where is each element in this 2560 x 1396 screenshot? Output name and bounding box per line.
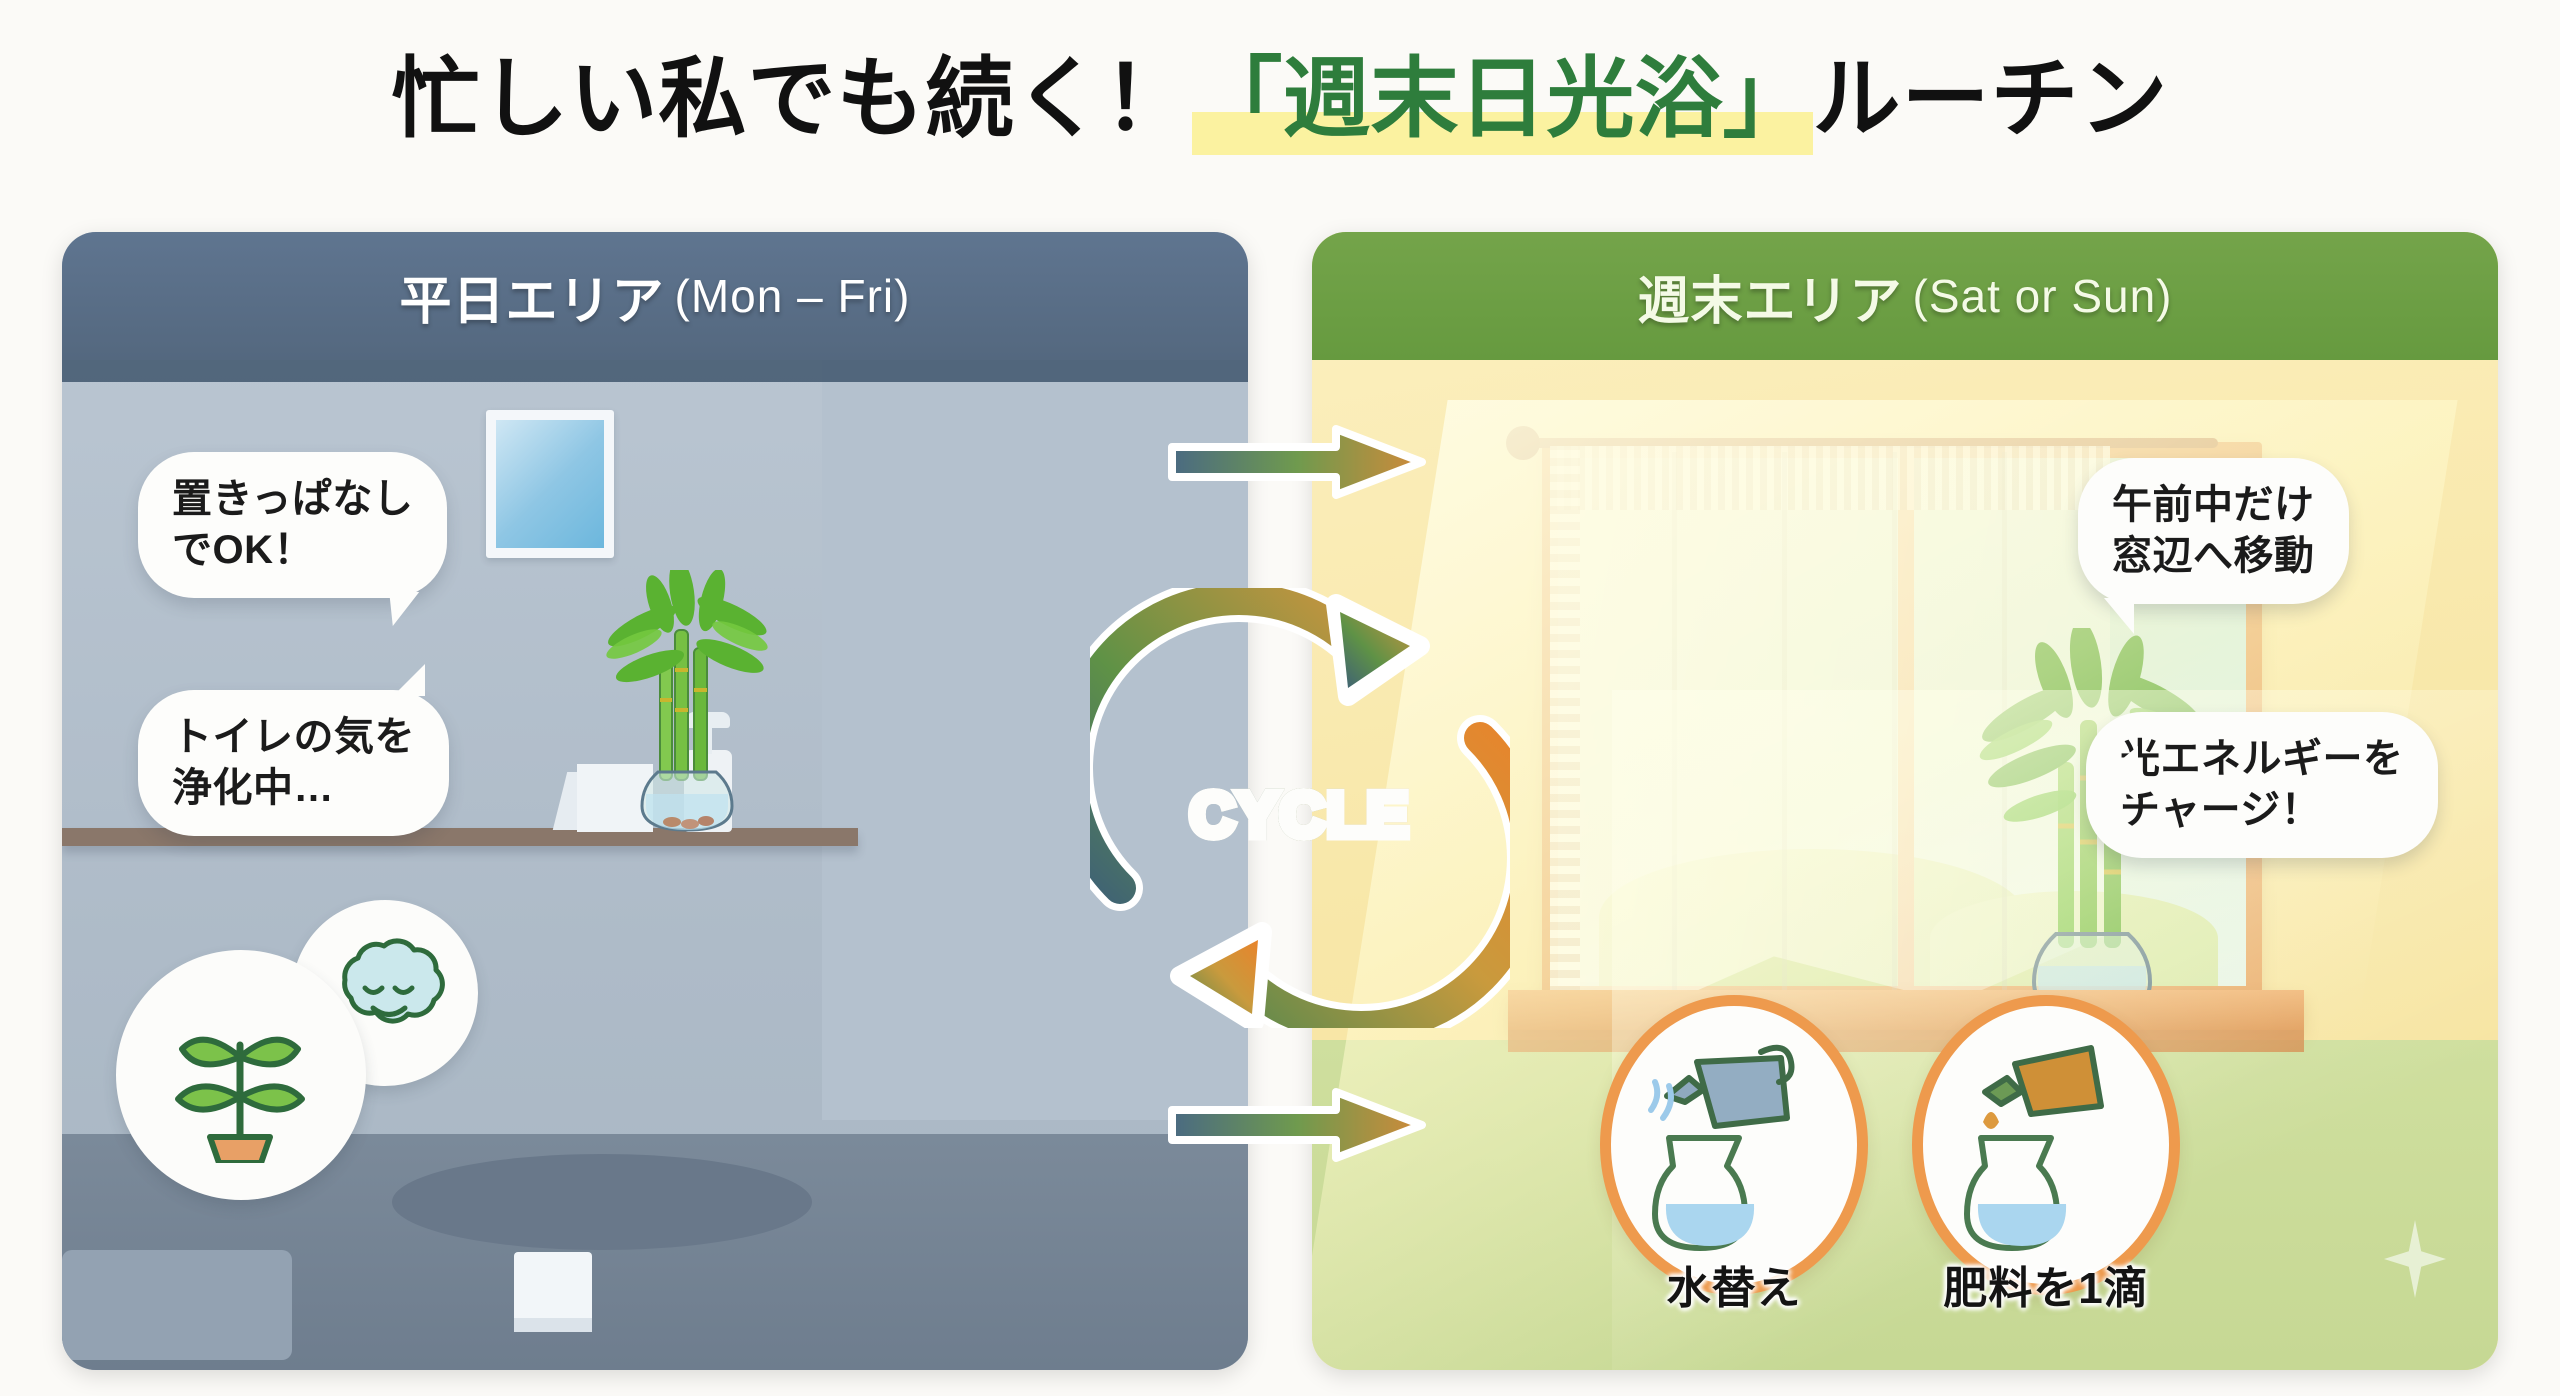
wall-window-glass bbox=[496, 420, 604, 548]
potted-plant-icon bbox=[116, 950, 366, 1200]
bubble-left-1: 置きっぱなし でOK！ bbox=[138, 452, 448, 599]
bubble-left-2: トイレの気を 浄化中… bbox=[138, 663, 449, 837]
tissue-box-icon bbox=[577, 764, 653, 832]
bubble-right-1: 午前中だけ 窓辺へ移動 bbox=[2078, 458, 2349, 635]
room-floor bbox=[1312, 1040, 2498, 1370]
wall-tissue-holder bbox=[514, 1252, 592, 1324]
water-change-icon-circle bbox=[1600, 995, 1868, 1295]
weekend-header-en: (Sat or Sun) bbox=[1912, 270, 2173, 322]
arrow-straight-top bbox=[1168, 425, 1428, 499]
lucky-bamboo-vase-icon bbox=[572, 570, 802, 832]
bathroom-mat bbox=[62, 1250, 292, 1360]
fertilizer-icon-circle bbox=[1912, 995, 2180, 1295]
water-change-label: 水替え bbox=[1666, 1264, 1802, 1313]
fertilizer-bottle-icon bbox=[1982, 1045, 2104, 1129]
fertilizer-label: 肥料を1滴 bbox=[1943, 1264, 2149, 1313]
cycle-diagram: CYCLE bbox=[1047, 576, 1553, 1050]
weekday-header-en: (Mon – Fri) bbox=[674, 270, 911, 322]
bathroom-ceiling-band bbox=[62, 360, 1248, 382]
curtain-fold bbox=[1782, 452, 1787, 992]
curtain-fold bbox=[1892, 452, 1897, 992]
weekday-header-jp: 平日エリア bbox=[399, 272, 665, 331]
bathroom-wall-side bbox=[822, 360, 1248, 1120]
curtain-fold bbox=[1672, 452, 1677, 992]
curtain-header-band bbox=[1550, 446, 2110, 510]
cycle-label: CYCLE bbox=[1090, 777, 1510, 855]
weekend-panel-header: 週末エリア (Sat or Sun) bbox=[1312, 232, 2498, 360]
vase-icon bbox=[1964, 1135, 2067, 1251]
title-part-1: 忙しい私でも続く！ bbox=[391, 49, 1193, 148]
curtain-rod-knob bbox=[1506, 426, 1540, 460]
page-title: 忙しい私でも続く！ 「週末日光浴」 ルーチン bbox=[0, 28, 2560, 155]
weekday-panel: 平日エリア (Mon – Fri) bbox=[62, 232, 1248, 1370]
bathroom-rug bbox=[392, 1154, 812, 1250]
title-part-2: ルーチン bbox=[1812, 49, 2169, 148]
weekday-scene bbox=[62, 360, 1248, 1370]
vase-icon bbox=[1652, 1135, 1755, 1251]
wall-tissue-shadow bbox=[514, 1318, 592, 1332]
title-highlight: 「週末日光浴」 bbox=[1192, 28, 1813, 155]
weekend-header-jp: 週末エリア bbox=[1637, 272, 1903, 331]
arrow-straight-bottom bbox=[1168, 1088, 1428, 1162]
curtain-lace-edge bbox=[1550, 446, 1580, 1026]
watering-can-icon bbox=[1648, 1044, 1795, 1129]
weekday-panel-header: 平日エリア (Mon – Fri) bbox=[62, 232, 1248, 360]
wall-window-icon bbox=[486, 410, 614, 558]
cycle-label-text: CYCLE bbox=[1185, 777, 1412, 855]
bubble-right-2: 光エネルギーを チャージ！ bbox=[2086, 712, 2438, 859]
